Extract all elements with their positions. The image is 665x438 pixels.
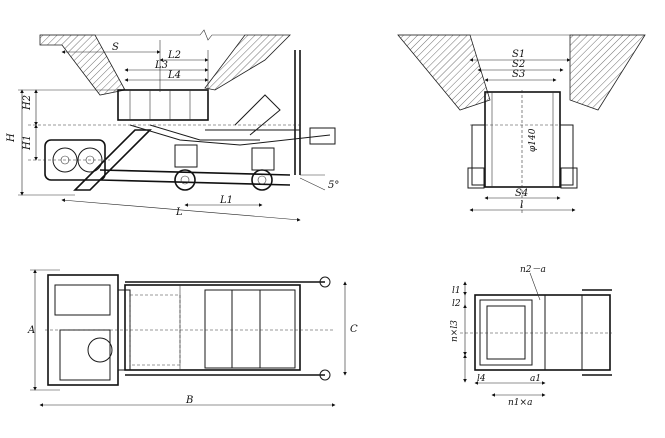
dim-H: H: [6, 133, 17, 143]
dim-S4: S4: [515, 188, 528, 199]
front-hopper-left: [397, 34, 491, 111]
side-view: S L2 L3 L4 H H2 H1 5° L1 L: [6, 29, 339, 222]
wheel-bracket-rear: [251, 147, 275, 171]
hopper-wall-right: [204, 34, 291, 91]
dim-L: L: [175, 207, 183, 218]
front-chute-body: [484, 91, 561, 188]
dim-L2: L2: [167, 50, 181, 61]
dim-n1a: n1×a: [508, 398, 532, 408]
dim-L4: L4: [167, 70, 181, 81]
dim-l2: l2: [452, 299, 461, 309]
plan-view: A C B: [27, 269, 358, 407]
wheel-bracket-front: [174, 144, 198, 168]
front-hopper-right: [569, 34, 646, 111]
feed-opening-frame: [117, 89, 209, 121]
dim-S3: S3: [512, 69, 525, 80]
dim-H2: H2: [22, 95, 33, 111]
roller-front: [174, 169, 196, 191]
dim-C: C: [350, 324, 358, 335]
front-side-bracket-left: [471, 124, 486, 186]
detail-view: n2－a l1 l2 n×l3 l4 a1 n1×a: [450, 265, 612, 408]
dim-phi140: φ140: [528, 128, 538, 152]
dim-L3: L3: [154, 60, 168, 71]
plan-counterweight-top: [319, 276, 331, 288]
dim-S: S: [112, 42, 119, 53]
roller-rear: [251, 169, 273, 191]
dim-l: l: [520, 200, 523, 211]
dim-angle: 5°: [328, 180, 339, 191]
dim-l1: l1: [452, 286, 461, 296]
dim-n2a: n2－a: [520, 265, 546, 275]
front-view: S1 S2 S3 φ140 S4 l: [397, 34, 646, 215]
plan-counterweight-bottom: [319, 369, 331, 381]
dim-n-l3: n×l3: [450, 320, 460, 342]
detail-outline: [474, 294, 611, 371]
dim-L1: L1: [219, 195, 233, 206]
dim-a1: a1: [530, 374, 541, 384]
dim-S1: S1: [512, 49, 525, 60]
dim-S2: S2: [512, 59, 525, 70]
plan-main-frame: [124, 284, 301, 371]
front-side-bracket-right: [559, 124, 574, 186]
counterweight: [309, 127, 336, 145]
dim-B: B: [185, 395, 193, 406]
dim-H1: H1: [22, 135, 33, 151]
dim-A: A: [27, 325, 35, 336]
dim-l4: l4: [477, 374, 486, 384]
